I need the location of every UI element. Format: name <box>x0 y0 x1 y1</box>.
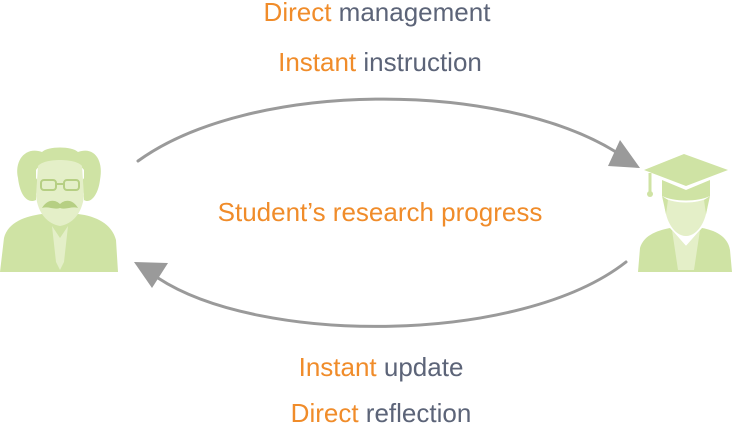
arrow-to-professor <box>134 262 626 326</box>
center-label: Student’s research progress <box>14 197 732 227</box>
top-label-2-accent: Instant <box>278 47 356 77</box>
bottom-label-2-accent: Direct <box>291 398 359 428</box>
bottom-label-direct-reflection: Direct reflection <box>15 398 732 428</box>
top-label-1-rest: management <box>331 0 490 27</box>
top-label-2-rest: instruction <box>356 47 482 77</box>
bottom-label-instant-update: Instant update <box>15 352 732 382</box>
bottom-label-1-accent: Instant <box>299 352 377 382</box>
bottom-label-1-rest: update <box>377 352 464 382</box>
arrow-to-student <box>138 99 640 168</box>
bottom-label-2-rest: reflection <box>359 398 472 428</box>
top-label-instant-instruction: Instant instruction <box>14 47 732 77</box>
top-label-1-accent: Direct <box>264 0 332 27</box>
top-label-direct-management: Direct management <box>11 0 732 27</box>
